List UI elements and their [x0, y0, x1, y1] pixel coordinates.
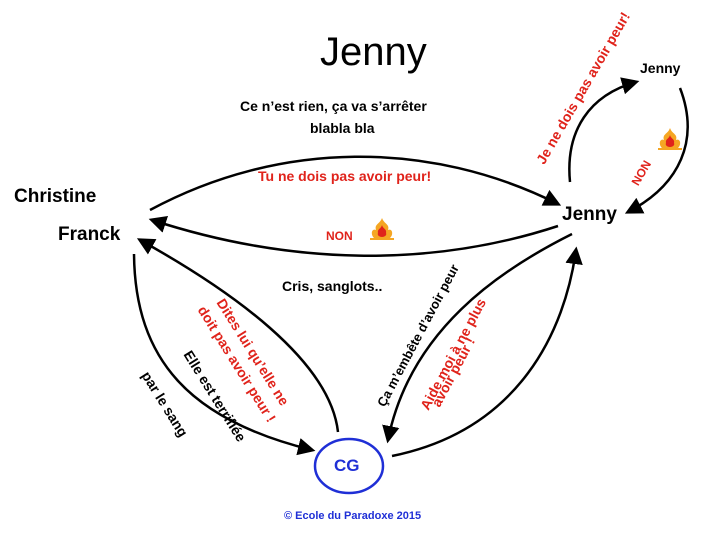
- arrow-cg-to-franck: [136, 238, 340, 433]
- node-jenny-main: Jenny: [562, 204, 617, 225]
- arrow-jenny-to-cg: [382, 232, 573, 444]
- label-tu-ne-dois: Tu ne dois pas avoir peur!: [258, 168, 432, 184]
- node-jenny-top: Jenny: [640, 60, 681, 76]
- fire-icon: [658, 128, 682, 150]
- page-title: Jenny: [320, 30, 427, 74]
- arrow-jenny-to-jenny-top: [568, 77, 640, 183]
- label-non-left: NON: [326, 229, 353, 243]
- label-ce-nest-rien: Ce n’est rien, ça va s’arrêter: [240, 98, 427, 114]
- arrow-cg-to-jenny: [391, 246, 583, 458]
- arrow-christine-to-jenny: [149, 155, 562, 212]
- node-cg: CG: [334, 456, 360, 475]
- cg-circle: [313, 437, 385, 495]
- arrow-jenny-top-to-jenny: [624, 87, 689, 214]
- label-blabla: blabla bla: [310, 120, 375, 136]
- arrow-franck-to-cg: [132, 253, 316, 456]
- copyright-text: © Ecole du Paradoxe 2015: [284, 510, 422, 522]
- fire-icon: [370, 218, 394, 240]
- node-christine: Christine: [14, 186, 97, 207]
- node-franck: Franck: [58, 224, 121, 245]
- label-cris: Cris, sanglots..: [282, 278, 383, 294]
- arrow-jenny-to-christine: [148, 216, 559, 257]
